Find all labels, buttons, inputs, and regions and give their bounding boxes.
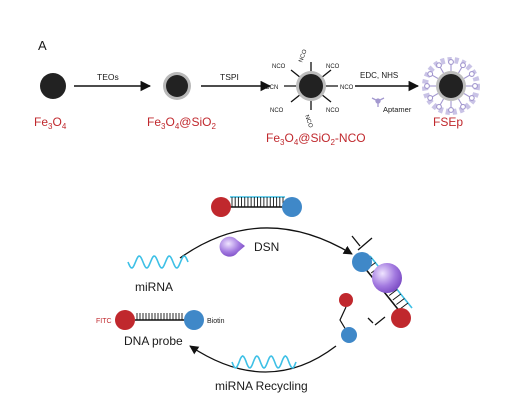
fe3o4-sio2-label: Fe3O4@SiO2: [147, 115, 216, 131]
svg-text:NCO: NCO: [298, 49, 308, 64]
mirna-strand: [127, 255, 189, 269]
edc-nhs-label: EDC, NHS: [360, 71, 398, 80]
biotin-bead-right: [352, 252, 372, 272]
aptamer-label: Aptamer: [383, 105, 412, 114]
aptamer-icon: [371, 97, 385, 107]
cycle-arrow-top: [179, 227, 353, 259]
fsep-label: FSEp: [433, 115, 463, 129]
fitc-label: FITC: [96, 318, 112, 325]
panel-label: A: [38, 38, 47, 53]
svg-text:NCO: NCO: [303, 114, 313, 129]
dna-probe: [115, 310, 204, 330]
cycle-arrow-bottom: [189, 345, 337, 373]
mirna-recycling-label: miRNA Recycling: [215, 379, 308, 393]
nco-group-labels: NCO NCO NCO NCO NCO NCO OCN NCO: [265, 49, 354, 130]
fe3o4-sio2-nco-label: Fe3O4@SiO2-NCO: [266, 131, 366, 147]
svg-text:NCO: NCO: [270, 108, 284, 114]
svg-text:NCO: NCO: [272, 64, 286, 70]
svg-text:NCO: NCO: [326, 108, 340, 114]
fe3o4-particle: [40, 73, 66, 99]
teos-label: TEOs: [97, 72, 119, 82]
fitc-bead-right: [391, 308, 411, 328]
dsn-cleavage-complex: [351, 235, 413, 328]
dsn-label: DSN: [254, 240, 279, 254]
svg-text:NCO: NCO: [340, 85, 354, 91]
fitc-bead: [211, 197, 231, 217]
fsep-particle: [422, 57, 480, 115]
dsn-enzyme-icon: [219, 236, 245, 257]
cleaved-fragments: [339, 293, 357, 343]
fe3o4-label: Fe3O4: [34, 115, 67, 131]
tspi-label: TSPI: [220, 72, 239, 82]
fe3o4-sio2-nco-particle: [284, 62, 338, 110]
svg-text:NCO: NCO: [326, 64, 340, 70]
biotin-bead: [282, 197, 302, 217]
svg-text:OCN: OCN: [265, 85, 278, 91]
fe3o4-sio2-core: [166, 75, 188, 97]
hybrid-top: [211, 196, 302, 217]
dna-probe-label: DNA probe: [124, 334, 183, 348]
mirna-label: miRNA: [135, 280, 173, 294]
mirna-recycled-strand: [231, 355, 297, 369]
biotin-label: Biotin: [207, 318, 225, 325]
dsn-bound-icon: [372, 263, 402, 293]
